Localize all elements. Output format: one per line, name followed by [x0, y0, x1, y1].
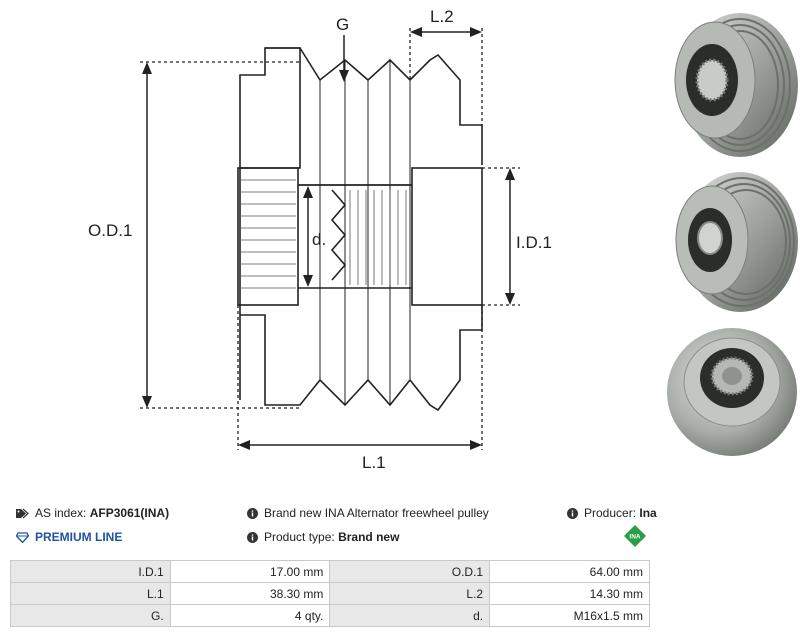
diamond-icon [16, 531, 29, 543]
pulley-outline-left [239, 47, 301, 400]
tag-icon [16, 508, 29, 519]
label-d: d. [312, 230, 326, 249]
pulley-photo-front [667, 328, 797, 456]
spec-value: M16x1.5 mm [489, 604, 650, 627]
spec-value: 38.30 mm [169, 582, 331, 605]
label-g: G [336, 15, 349, 34]
spec-label: d. [329, 604, 491, 627]
info-icon [247, 507, 258, 519]
spec-label: I.D.1 [10, 560, 171, 583]
info-icon [567, 507, 578, 519]
brand-logo-text: INA [629, 534, 641, 541]
as-index-value: AFP3061(INA) [89, 506, 170, 520]
pulley-photo-angled [674, 13, 798, 157]
pulley-spline [237, 167, 299, 306]
pulley-groove-bottom [240, 305, 483, 412]
spec-value: 4 qty. [169, 604, 331, 627]
label-l2: L.2 [430, 7, 454, 26]
product-type-row: Product type: Brand new [247, 530, 399, 544]
producer-row: Producer: Ina [567, 506, 657, 520]
spec-value: 14.30 mm [489, 582, 650, 605]
as-index-row: AS index: AFP3061(INA) [16, 506, 169, 520]
premium-line-label: PREMIUM LINE [35, 530, 123, 544]
pulley-photo-side [675, 172, 798, 312]
producer-value: Ina [639, 506, 657, 520]
label-od1: O.D.1 [88, 221, 132, 240]
spec-label: L.2 [329, 582, 491, 605]
label-l1: L.1 [362, 453, 386, 472]
pulley-right-hub [411, 167, 483, 306]
ina-logo-icon: INA [624, 525, 646, 547]
spec-value: 64.00 mm [489, 560, 650, 583]
premium-line-badge: PREMIUM LINE [16, 530, 122, 544]
producer-label: Producer: [584, 506, 637, 520]
as-index-label: AS index: [35, 506, 87, 520]
pulley-technical-drawing: G L.2 O.D.1 I.D.1 d. L.1 [88, 7, 552, 472]
spec-row: G.4 qty.d.M16x1.5 mm [10, 604, 650, 627]
spec-value: 17.00 mm [169, 560, 331, 583]
description-row: Brand new INA Alternator freewheel pulle… [247, 506, 489, 520]
spec-label: L.1 [10, 582, 171, 605]
info-icon [247, 531, 258, 543]
pulley-groove-top [265, 47, 483, 165]
product-type-label: Product type: [264, 530, 335, 544]
description-text: Brand new INA Alternator freewheel pulle… [264, 506, 489, 520]
spec-label: G. [10, 604, 171, 627]
product-type-value: Brand new [338, 530, 400, 544]
pulley-thread [330, 189, 347, 281]
spec-label: O.D.1 [329, 560, 491, 583]
label-id1: I.D.1 [516, 233, 552, 252]
